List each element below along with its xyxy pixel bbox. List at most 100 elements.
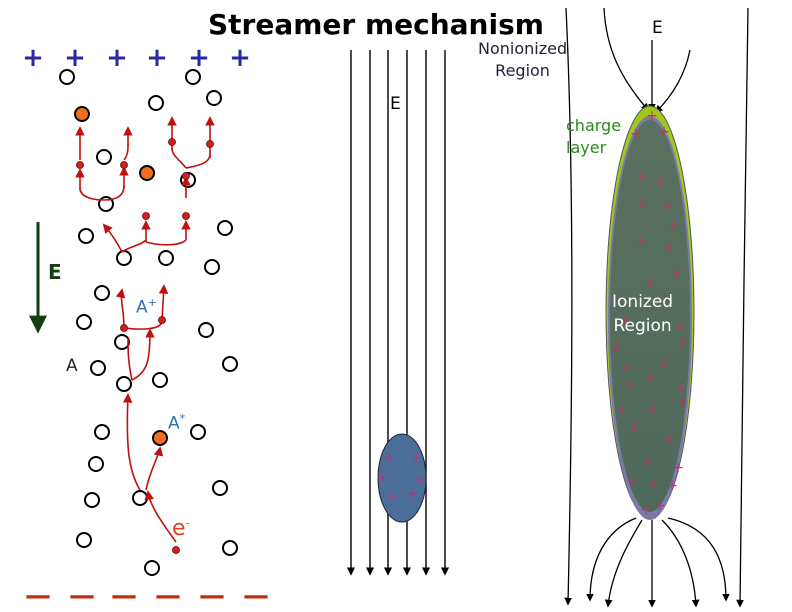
charge-plus: + — [618, 312, 630, 328]
charge-plus: + — [630, 126, 642, 142]
charge-line2: layer — [566, 138, 607, 157]
charge-plus: + — [410, 450, 422, 466]
charge-plus: + — [636, 196, 648, 212]
charge-plus: + — [674, 380, 686, 396]
charge-plus: + — [658, 124, 670, 140]
anode-plus: + — [146, 43, 168, 73]
charge-plus: + — [634, 234, 646, 250]
neutral-atom — [88, 456, 104, 472]
charge-plus: + — [666, 478, 678, 494]
charge-plus: + — [376, 470, 388, 486]
electron-dot — [182, 212, 190, 220]
electron-dot — [206, 140, 214, 148]
electron-dot — [172, 546, 180, 554]
ionized-region-label: Ionized Region — [612, 290, 673, 338]
ion-label-base: A — [136, 297, 148, 318]
charge-plus: + — [642, 454, 654, 470]
charge-plus: + — [654, 174, 666, 190]
charge-plus: + — [662, 432, 674, 448]
neutral-atom — [78, 228, 94, 244]
excited-atom — [152, 430, 168, 446]
charge-plus: + — [646, 402, 658, 418]
electrons — [76, 138, 214, 554]
excited-atoms — [74, 106, 168, 446]
anode-plus: + — [229, 43, 251, 73]
cathode-minus: — — [111, 581, 137, 611]
charge-plus: + — [624, 376, 636, 392]
charge-plus: + — [654, 498, 666, 514]
neutral-atom — [222, 356, 238, 372]
excited-label: A* — [168, 412, 185, 434]
neutral-atom — [222, 540, 238, 556]
cathode-minus-row: —————— — [25, 581, 269, 611]
neutral-atoms — [59, 69, 238, 576]
anode-plus-row: ++++++ — [22, 43, 251, 73]
neutral-atom — [204, 259, 220, 275]
electron-dot — [120, 161, 128, 169]
cathode-minus: — — [155, 581, 181, 611]
right-field-label: E — [652, 18, 663, 38]
diagram-title: Streamer mechanism — [208, 8, 544, 41]
neutral-atom — [59, 69, 75, 85]
neutral-atom — [152, 372, 168, 388]
streamer-head-small — [377, 433, 427, 523]
charge-plus: + — [616, 402, 628, 418]
charge-plus: + — [406, 486, 418, 502]
atom-label: A — [66, 356, 78, 376]
charge-plus: + — [666, 218, 678, 234]
neutral-atom — [76, 532, 92, 548]
charge-plus: + — [383, 450, 395, 466]
cathode-minus: — — [243, 581, 269, 611]
charge-layer-label: charge layer — [566, 115, 621, 159]
charge-plus: + — [620, 360, 632, 376]
electron-dot — [168, 138, 176, 146]
ionized-charges: +++++++++++++++++++++++++++++++++ — [610, 108, 688, 518]
avalanche-arrows — [75, 116, 215, 543]
electron-label: e- — [172, 516, 190, 541]
neutral-atom — [185, 69, 201, 85]
ionized-region — [610, 120, 690, 512]
ion-label-sup: + — [147, 296, 157, 309]
neutral-atom — [148, 95, 164, 111]
ion-label: A+ — [136, 296, 157, 318]
neutral-atom — [158, 250, 174, 266]
neutral-atom — [76, 314, 92, 330]
charge-plus: + — [634, 170, 646, 186]
charge-plus: + — [644, 370, 656, 386]
ionized-line2: Region — [613, 316, 672, 336]
electron-dot — [142, 212, 150, 220]
cathode-minus: — — [69, 581, 95, 611]
neutral-atom — [206, 90, 222, 106]
electron-label-sup: - — [185, 516, 190, 530]
charge-plus: + — [662, 198, 674, 214]
anode-plus: + — [188, 43, 210, 73]
electron-label-base: e — [172, 516, 186, 541]
neutral-atom — [84, 492, 100, 508]
nonionized-line1: Nonionized — [478, 39, 568, 58]
electron-dot — [76, 161, 84, 169]
charge-plus: + — [644, 276, 656, 292]
charge-plus: + — [646, 476, 658, 492]
neutral-atom — [96, 149, 112, 165]
neutral-atom — [90, 360, 106, 376]
charge-plus: + — [414, 472, 426, 488]
excited-atom — [139, 165, 155, 181]
excited-atom — [74, 106, 90, 122]
small-head-charges: ++++++ — [376, 450, 426, 504]
electron-dot — [182, 172, 190, 180]
left-field-label: E — [48, 260, 62, 284]
electron-dot — [158, 316, 166, 324]
charge-plus: + — [646, 108, 658, 124]
charge-plus: + — [658, 356, 670, 372]
ionized-line1: Ionized — [612, 292, 674, 312]
cathode-minus: — — [25, 581, 51, 611]
neutral-atom — [94, 424, 110, 440]
charge-line1: charge — [566, 116, 622, 135]
neutral-atom — [116, 376, 132, 392]
charge-plus: + — [676, 334, 688, 350]
charge-plus: + — [628, 420, 640, 436]
nonionized-label: Nonionized Region — [478, 38, 567, 82]
excited-label-sup: * — [179, 412, 186, 425]
electron-dot — [120, 324, 128, 332]
middle-field-label: E — [390, 94, 401, 114]
